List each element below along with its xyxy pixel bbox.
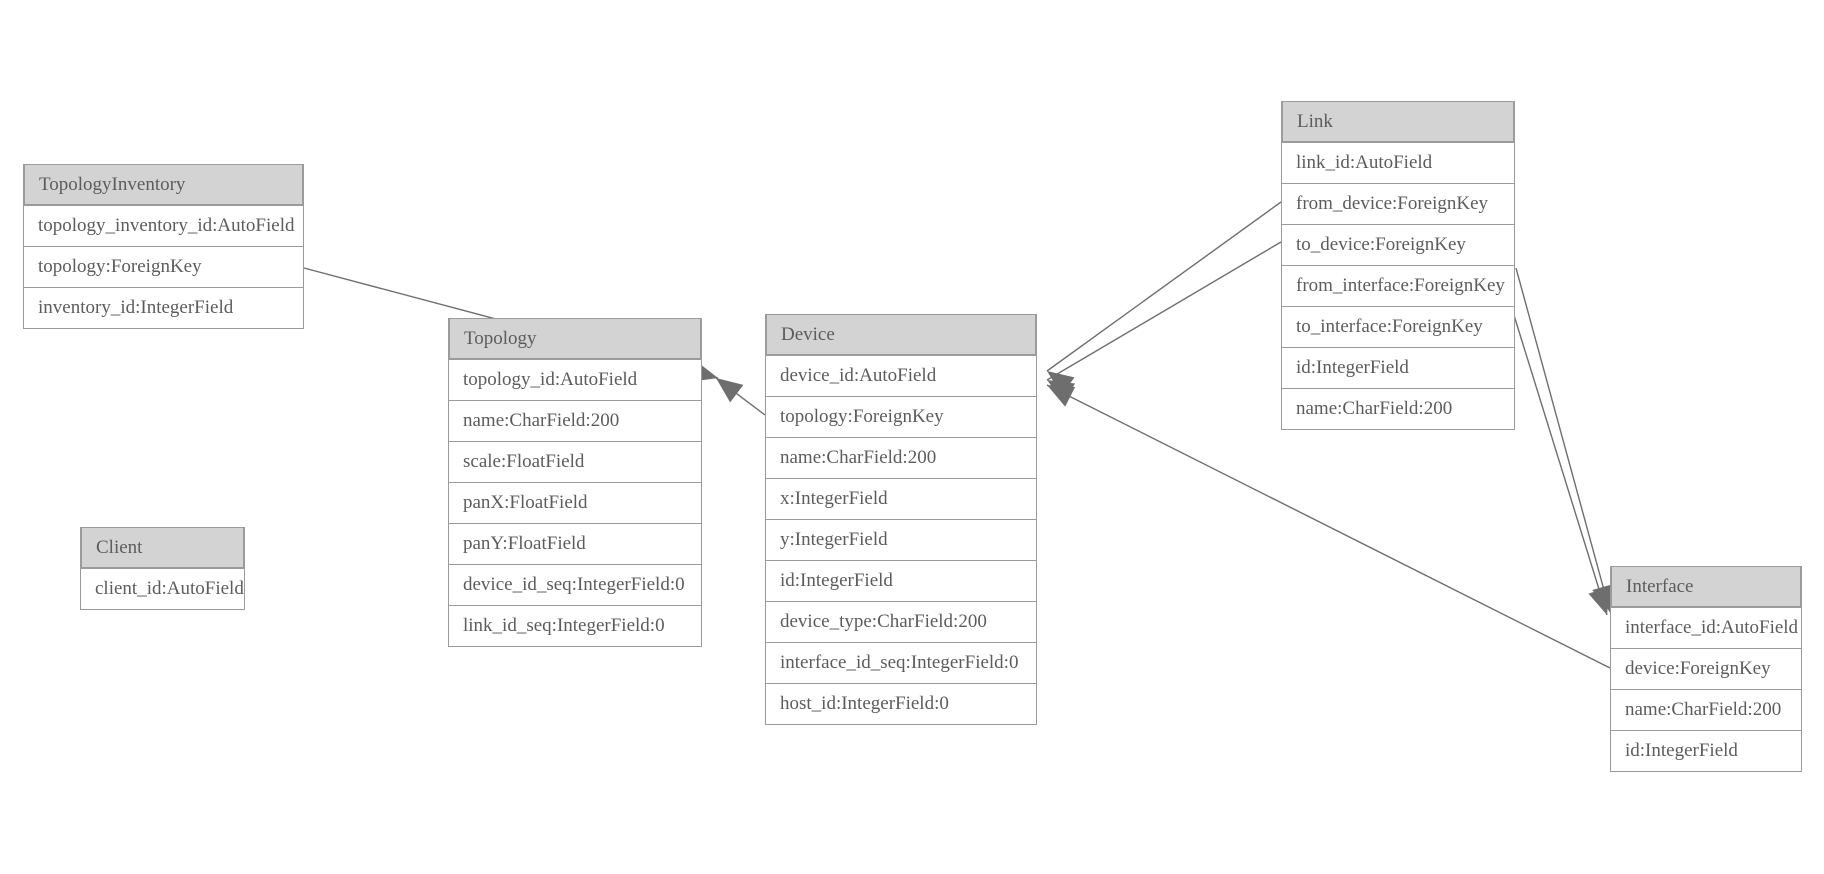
entity-field: scale:FloatField <box>449 441 701 482</box>
entity-field: x:IntegerField <box>766 478 1036 519</box>
entity-field: id:IntegerField <box>1611 730 1801 771</box>
entity-field: from_interface:ForeignKey <box>1282 265 1514 306</box>
entity-field: to_device:ForeignKey <box>1282 224 1514 265</box>
entity-field: link_id:AutoField <box>1282 142 1514 183</box>
entity-field: topology_id:AutoField <box>449 359 701 400</box>
entity-field: interface_id_seq:IntegerField:0 <box>766 642 1036 683</box>
entity-field: topology_inventory_id:AutoField <box>24 205 303 246</box>
entity-field: client_id:AutoField <box>81 568 244 609</box>
entity-field: device_type:CharField:200 <box>766 601 1036 642</box>
entity-field: panY:FloatField <box>449 523 701 564</box>
entity-field: name:CharField:200 <box>1282 388 1514 429</box>
entity-field: device_id:AutoField <box>766 355 1036 396</box>
entity-field: name:CharField:200 <box>449 400 701 441</box>
entity-field: name:CharField:200 <box>1611 689 1801 730</box>
entity-title-interface: Interface <box>1611 566 1801 607</box>
entity-title-topology: Topology <box>449 318 701 359</box>
relationship-link-from_device <box>1046 201 1282 396</box>
entity-field: topology:ForeignKey <box>766 396 1036 437</box>
entity-field: device_id_seq:IntegerField:0 <box>449 564 701 605</box>
relationship-link-from_interface <box>1515 267 1614 613</box>
entity-field: panX:FloatField <box>449 482 701 523</box>
entity-title-device: Device <box>766 314 1036 355</box>
entity-field: id:IntegerField <box>1282 347 1514 388</box>
entity-title-client: Client <box>81 527 244 568</box>
entity-title-topologyinventory: TopologyInventory <box>24 164 303 205</box>
entity-title-link: Link <box>1282 101 1514 142</box>
entity-field: to_interface:ForeignKey <box>1282 306 1514 347</box>
entity-field: host_id:IntegerField:0 <box>766 683 1036 724</box>
relationship-link-to_device <box>1046 241 1282 403</box>
entity-field: device:ForeignKey <box>1611 648 1801 689</box>
entity-field: inventory_id:IntegerField <box>24 287 303 328</box>
relationship-link-to_interface <box>1507 295 1610 616</box>
entity-field: link_id_seq:IntegerField:0 <box>449 605 701 646</box>
entity-field: name:CharField:200 <box>766 437 1036 478</box>
entity-field: from_device:ForeignKey <box>1282 183 1514 224</box>
entity-field: y:IntegerField <box>766 519 1036 560</box>
relationship-device-topology <box>715 377 766 416</box>
entity-field: interface_id:AutoField <box>1611 607 1801 648</box>
entity-field: id:IntegerField <box>766 560 1036 601</box>
entity-field: topology:ForeignKey <box>24 246 303 287</box>
